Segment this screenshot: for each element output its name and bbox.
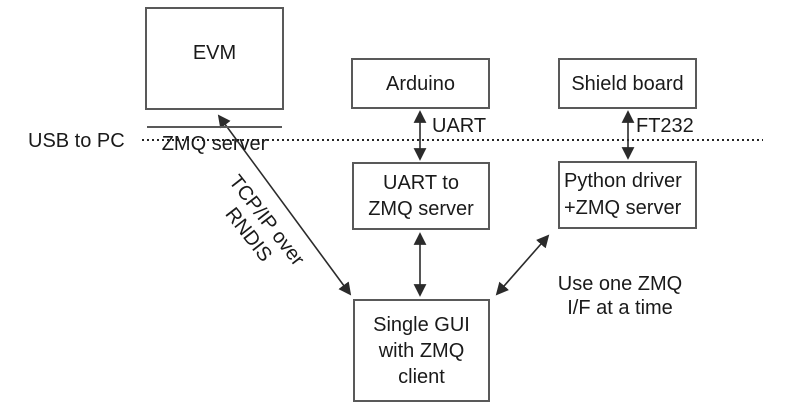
node-python-driver: Python driver +ZMQ server (558, 161, 697, 229)
ft232-link-label: FT232 (636, 115, 694, 137)
uart-link-label: UART (432, 115, 487, 137)
zmq-usage-note: Use one ZMQ I/F at a time (557, 273, 683, 319)
node-evm-title: EVM (192, 42, 237, 64)
usb-to-pc-label: USB to PC (28, 130, 125, 152)
node-shield-board: Shield board (558, 58, 697, 109)
arrow-python-gui (495, 234, 550, 296)
node-uart-zmq-server: UART to ZMQ server (352, 162, 490, 230)
node-evm-zmq-server: ZMQ server (147, 126, 282, 160)
node-evm: EVM ZMQ server (145, 7, 284, 155)
node-arduino: Arduino (351, 58, 490, 109)
arrow-evm-gui (217, 114, 352, 296)
node-single-gui: Single GUI with ZMQ client (353, 299, 490, 402)
